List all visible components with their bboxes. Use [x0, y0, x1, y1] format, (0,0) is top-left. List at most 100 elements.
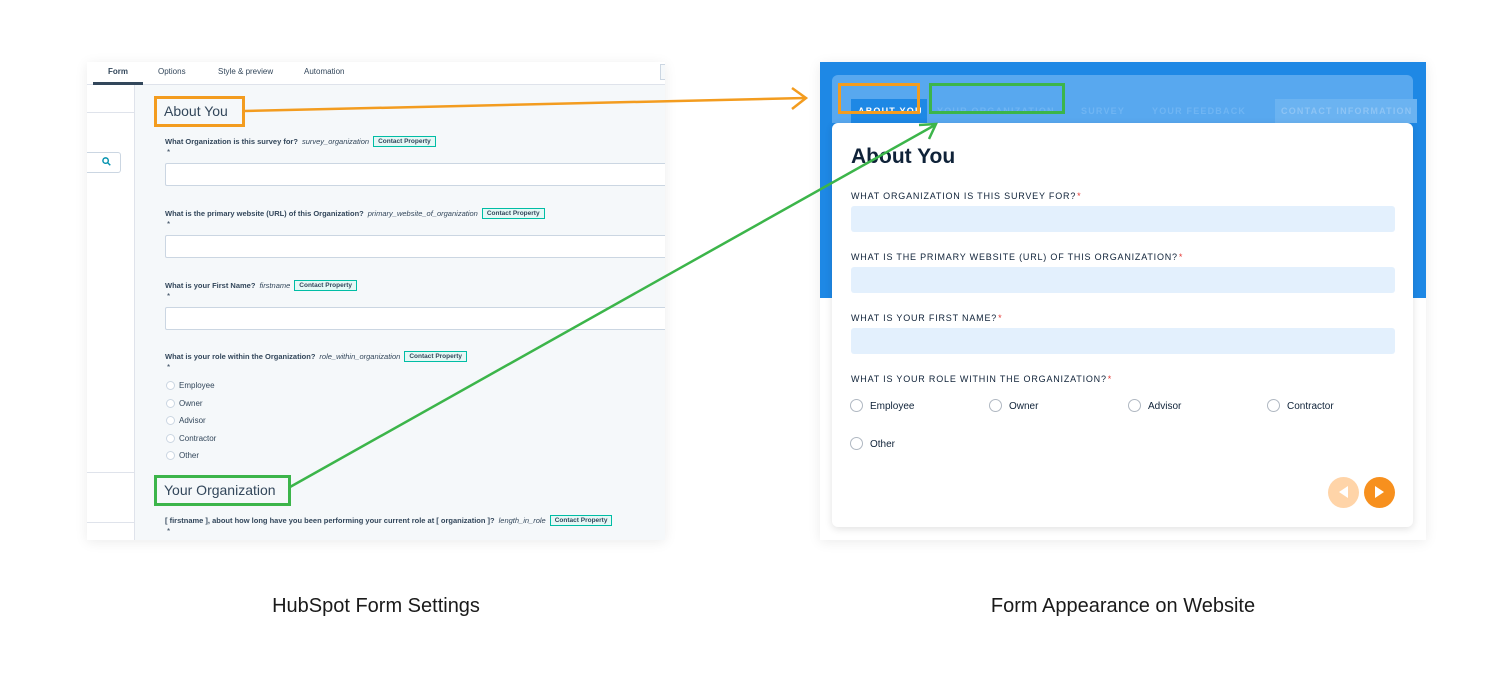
required-marker: * [1077, 191, 1082, 201]
firstname-input[interactable] [165, 307, 665, 330]
organization-input[interactable] [851, 206, 1395, 232]
editor-tab-bar: Form Options Style & preview Automation [87, 62, 665, 85]
radio-label: Contractor [1287, 401, 1334, 412]
radio-circle[interactable] [166, 416, 175, 425]
question-text: What Organization is this survey for? [165, 137, 298, 146]
radio-label: Employee [179, 381, 215, 390]
radio-option-other[interactable]: Other [850, 437, 895, 450]
previous-step-button[interactable] [1328, 477, 1359, 508]
radio-option-advisor[interactable]: Advisor [1128, 399, 1181, 412]
primary-website-input[interactable] [165, 235, 665, 258]
step-about-you[interactable]: ABOUT YOU [851, 99, 927, 123]
step-your-organization[interactable]: YOUR ORGANIZATION [937, 106, 1055, 116]
radio-circle[interactable] [850, 437, 863, 450]
required-marker: * [167, 363, 171, 372]
tab-options[interactable]: Options [158, 67, 186, 76]
website-form-panel: ABOUT YOU YOUR ORGANIZATION SURVEY YOUR … [820, 62, 1426, 540]
editor-sidebar [87, 85, 135, 540]
radio-label: Other [179, 451, 200, 460]
field-label-text: WHAT IS YOUR FIRST NAME? [851, 313, 998, 323]
required-marker: * [167, 527, 171, 536]
arrow-left-icon [1339, 486, 1348, 498]
question-text: [ firstname ], about how long have you b… [165, 516, 495, 525]
sidebar-divider [87, 522, 135, 523]
question-label[interactable]: What is your role within the Organizatio… [165, 351, 468, 362]
step-highlight-bg [1275, 99, 1417, 123]
tab-style-preview[interactable]: Style & preview [218, 67, 274, 76]
tab-bar-end-control[interactable] [660, 64, 665, 80]
radio-circle[interactable] [166, 399, 175, 408]
radio-label: Other [870, 439, 896, 450]
form-card: About You WHAT ORGANIZATION IS THIS SURV… [832, 123, 1413, 527]
radio-option-contractor[interactable]: Contractor [166, 434, 216, 446]
question-text: What is the primary website (URL) of thi… [165, 209, 364, 218]
radio-circle[interactable] [1128, 399, 1141, 412]
next-step-button[interactable] [1364, 477, 1395, 508]
contact-property-badge: Contact Property [549, 515, 613, 526]
required-marker: * [1178, 252, 1184, 262]
form-step-nav: ABOUT YOU YOUR ORGANIZATION SURVEY YOUR … [832, 75, 1417, 123]
sidebar-divider [87, 112, 135, 113]
first-name-input[interactable] [851, 328, 1395, 354]
radio-label: Owner [1009, 401, 1039, 412]
internal-property-name: primary_website_of_organization [367, 209, 478, 218]
radio-option-advisor[interactable]: Advisor [166, 416, 206, 428]
question-text: What is your First Name? [165, 281, 256, 290]
contact-property-badge: Contact Property [373, 136, 436, 147]
arrowhead-about-you [791, 86, 809, 110]
section-heading-about-you[interactable]: About You [164, 103, 228, 119]
caption-website-appearance: Form Appearance on Website [990, 595, 1256, 617]
radio-option-owner[interactable]: Owner [989, 399, 1038, 412]
tab-form[interactable]: Form [108, 67, 128, 76]
question-label[interactable]: [ firstname ], about how long have you b… [165, 515, 613, 526]
question-label[interactable]: What is the primary website (URL) of thi… [165, 208, 545, 219]
question-text: What is your role within the Organizatio… [165, 352, 316, 361]
radio-label: Advisor [179, 416, 206, 425]
radio-option-owner[interactable]: Owner [166, 399, 203, 411]
internal-property-name: survey_organization [301, 137, 370, 146]
radio-option-other[interactable]: Other [166, 451, 199, 463]
survey-organization-input[interactable] [165, 163, 665, 186]
field-label-role: WHAT IS YOUR ROLE WITHIN THE ORGANIZATIO… [851, 374, 1112, 384]
required-marker: * [167, 148, 171, 157]
section-heading-your-organization[interactable]: Your Organization [164, 482, 276, 498]
required-marker: * [998, 313, 1003, 323]
required-marker: * [167, 220, 171, 229]
sidebar-divider [87, 472, 135, 473]
internal-property-name: firstname [259, 281, 291, 290]
radio-circle[interactable] [1267, 399, 1280, 412]
caption-hubspot-settings: HubSpot Form Settings [272, 595, 480, 617]
field-label-text: WHAT IS THE PRIMARY WEBSITE (URL) OF THI… [851, 252, 1178, 262]
contact-property-badge: Contact Property [481, 208, 545, 219]
internal-property-name: role_within_organization [319, 352, 401, 361]
hubspot-editor-panel: Form Options Style & preview Automation … [87, 62, 665, 540]
radio-label: Advisor [1148, 401, 1182, 412]
required-marker: * [1107, 374, 1113, 384]
radio-circle[interactable] [850, 399, 863, 412]
tab-automation[interactable]: Automation [304, 67, 345, 76]
field-label-website: WHAT IS THE PRIMARY WEBSITE (URL) OF THI… [851, 252, 1183, 262]
radio-circle[interactable] [166, 381, 175, 390]
radio-option-contractor[interactable]: Contractor [1267, 399, 1334, 412]
radio-label: Employee [870, 401, 915, 412]
radio-circle[interactable] [989, 399, 1002, 412]
internal-property-name: length_in_role [498, 516, 546, 525]
search-button[interactable] [87, 152, 121, 173]
arrow-right-icon [1375, 486, 1384, 498]
active-tab-indicator [93, 82, 143, 85]
radio-option-employee[interactable]: Employee [850, 399, 914, 412]
question-label[interactable]: What Organization is this survey for?sur… [165, 136, 436, 147]
field-label-text: WHAT ORGANIZATION IS THIS SURVEY FOR? [851, 191, 1077, 201]
radio-option-employee[interactable]: Employee [166, 381, 215, 393]
step-survey[interactable]: SURVEY [1081, 106, 1126, 116]
field-label-text: WHAT IS YOUR ROLE WITHIN THE ORGANIZATIO… [851, 374, 1107, 384]
radio-circle[interactable] [166, 451, 175, 460]
website-url-input[interactable] [851, 267, 1395, 293]
radio-label: Contractor [179, 434, 217, 443]
step-contact-information[interactable]: CONTACT INFORMATION [1281, 106, 1413, 116]
radio-circle[interactable] [166, 434, 175, 443]
contact-property-badge: Contact Property [294, 280, 358, 291]
step-your-feedback[interactable]: YOUR FEEDBACK [1152, 106, 1247, 116]
contact-property-badge: Contact Property [404, 351, 468, 362]
